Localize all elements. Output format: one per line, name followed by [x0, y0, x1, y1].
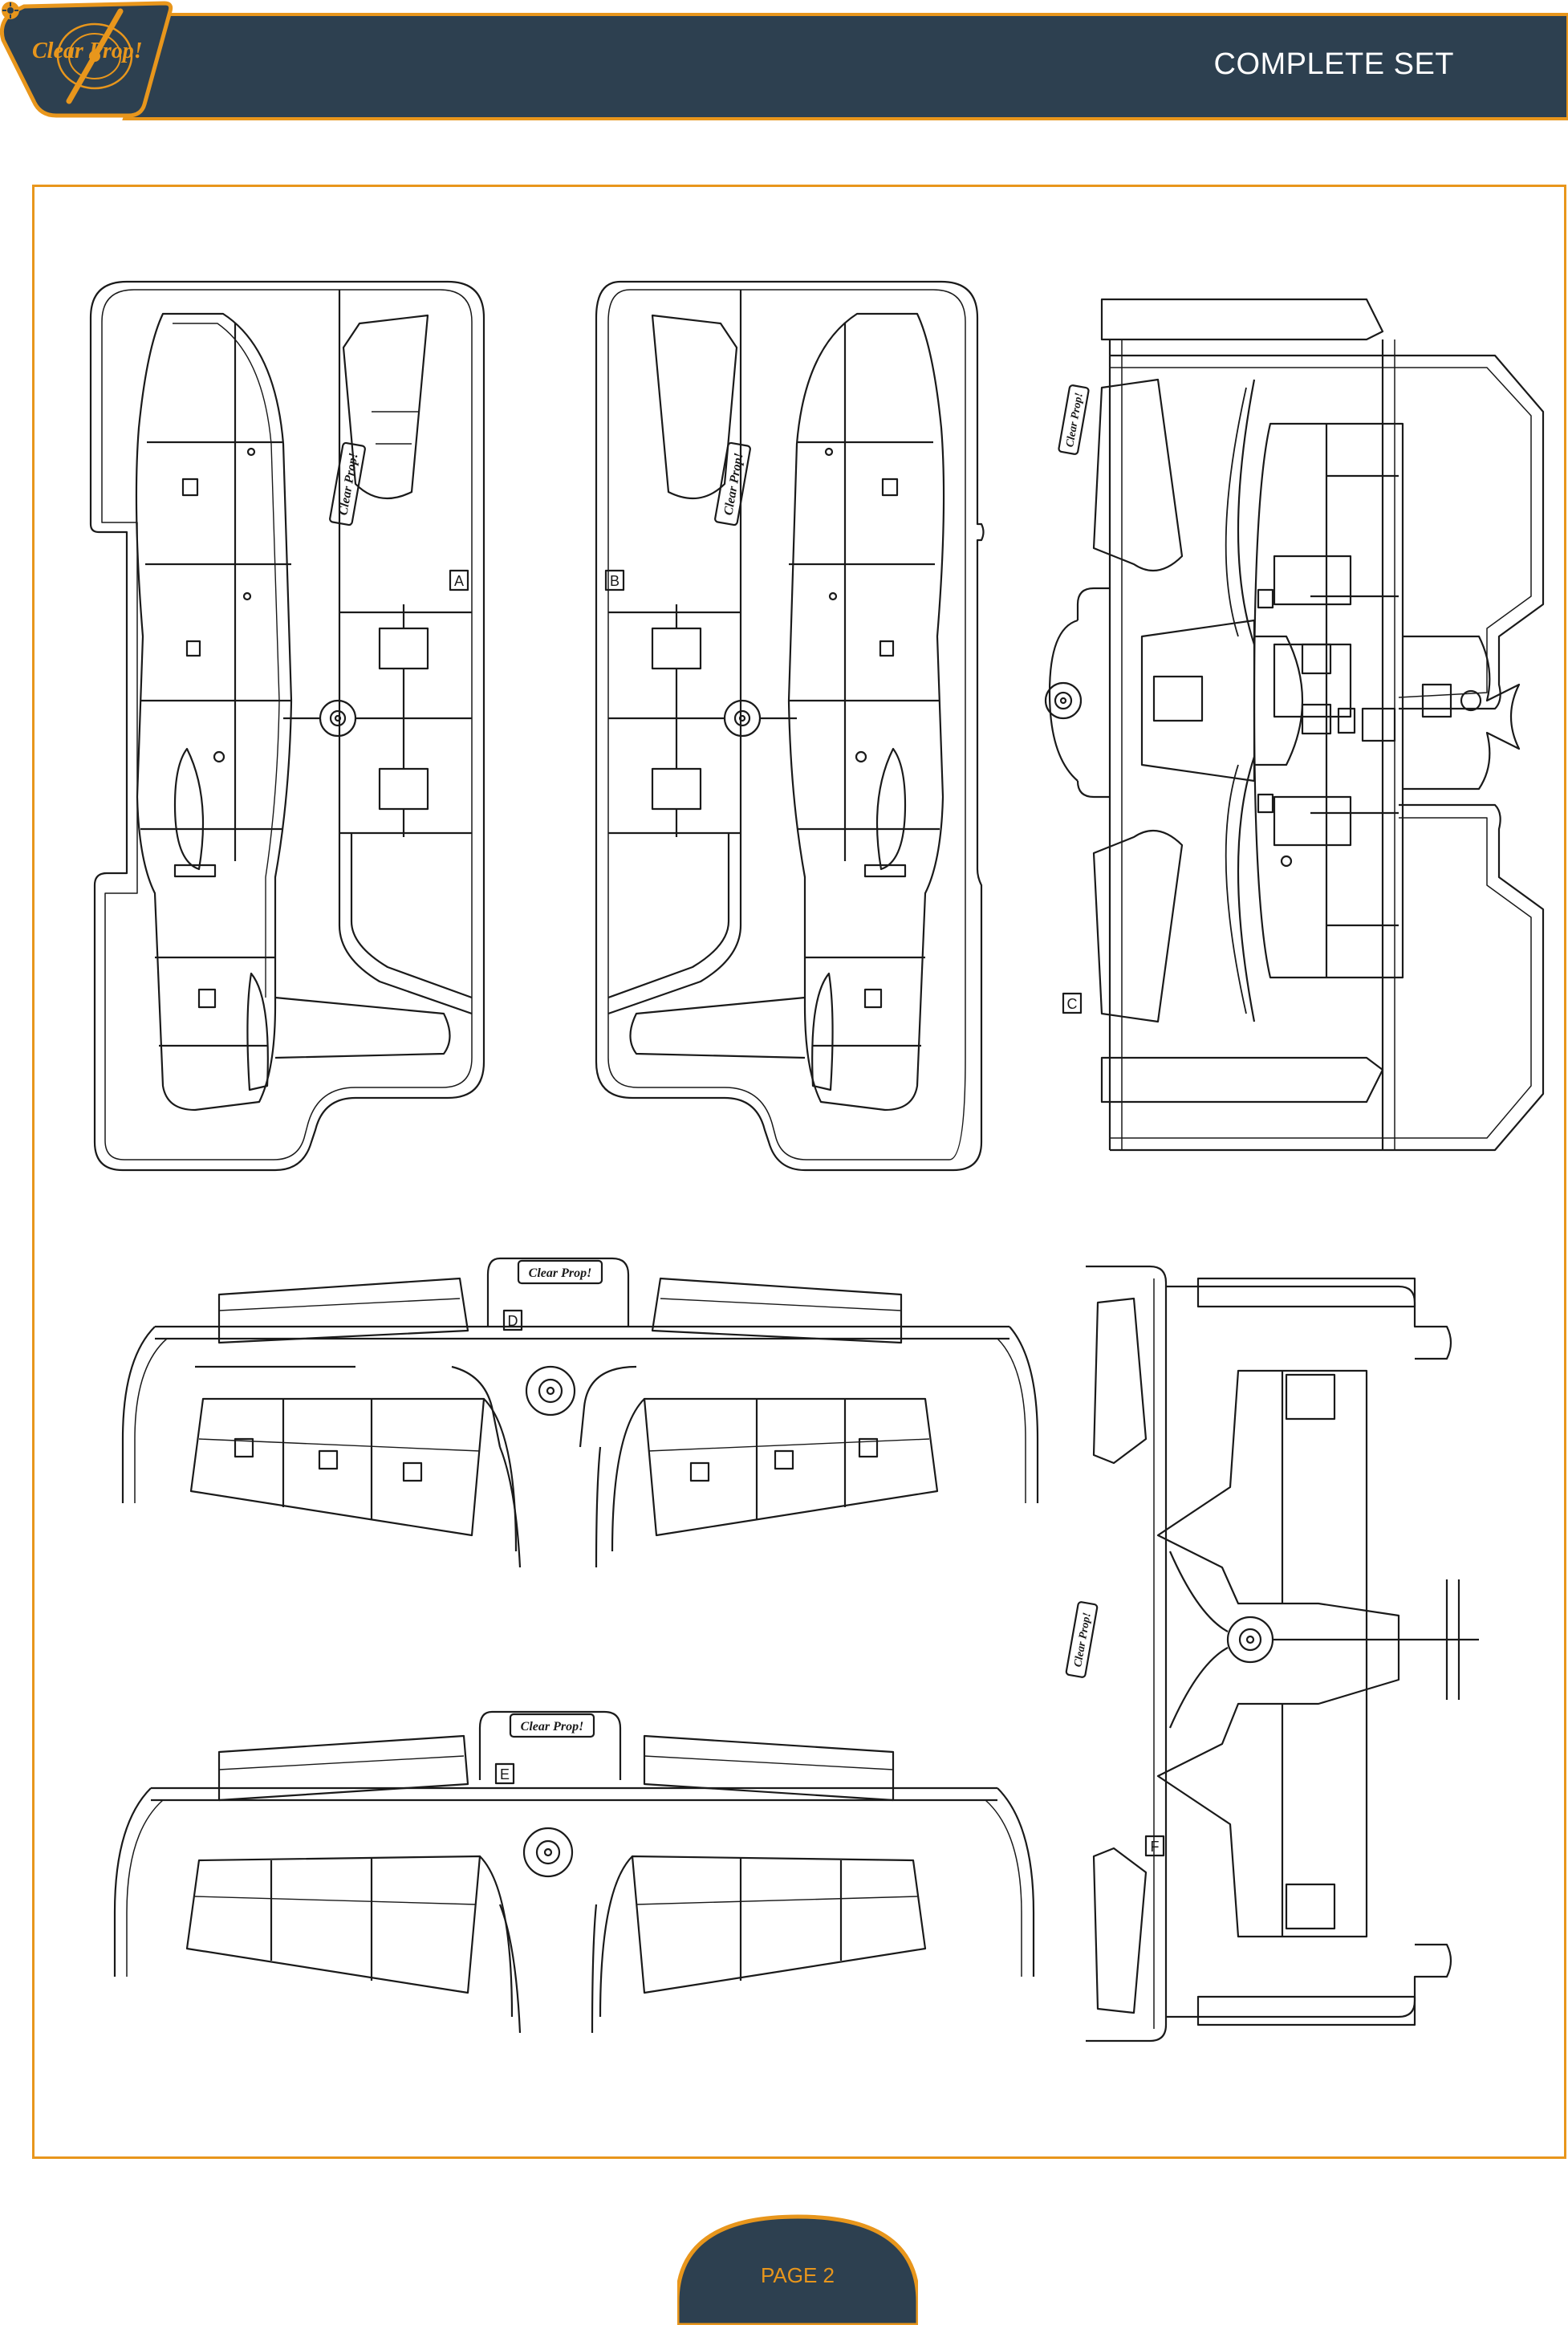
sprue-b-logo: Clear Prop!: [714, 441, 751, 526]
sprue-diagram-frame: A Clear Prop!: [32, 185, 1566, 2159]
svg-text:Clear Prop!: Clear Prop!: [529, 1266, 592, 1280]
page-footer: PAGE 2: [677, 2213, 918, 2325]
sprue-e-label: E: [500, 1766, 510, 1782]
sprue-a-label: A: [454, 573, 464, 589]
header-banner: Clear Prop!: [0, 1, 1568, 120]
sprue-a: A Clear Prop!: [89, 280, 485, 1172]
sprue-c-logo: Clear Prop!: [1058, 384, 1090, 455]
sprue-b-label-box: [604, 569, 625, 591]
sprue-f: Clear Prop! F: [1065, 1265, 1479, 2043]
page-number: PAGE 2: [760, 2263, 835, 2287]
sprue-a-label-box: [449, 569, 469, 591]
sprue-a-logo: Clear Prop!: [329, 441, 366, 526]
propeller-icon: [56, 8, 133, 104]
sprue-c: Clear Prop! C: [1044, 298, 1545, 1152]
sprue-b: B Clear Prop!: [595, 280, 985, 1172]
sprue-e: E Clear Prop!: [113, 1710, 1035, 2034]
sprue-d-logo: Clear Prop!: [517, 1259, 603, 1285]
sprue-d: D Clear Prop!: [121, 1257, 1039, 1568]
brand-badge: [0, 1, 173, 118]
sprue-f-logo: Clear Prop!: [1065, 1601, 1099, 1678]
gear-icon: [2, 2, 19, 19]
page-tab: [677, 2214, 918, 2325]
sprue-drawing: A Clear Prop!: [89, 280, 1545, 2043]
svg-text:Clear Prop!: Clear Prop!: [521, 1720, 584, 1734]
sprue-f-label: F: [1151, 1839, 1160, 1855]
brand-logo-text: Clear Prop!: [32, 39, 143, 63]
sprue-c-label: C: [1067, 996, 1078, 1012]
sprue-b-label: B: [610, 573, 619, 589]
sprue-e-logo: Clear Prop!: [509, 1713, 595, 1738]
document-title: COMPLETE SET: [1213, 47, 1454, 81]
page-header: Clear Prop! COMPLETE SET: [0, 0, 1568, 120]
sprue-d-label: D: [508, 1313, 518, 1329]
